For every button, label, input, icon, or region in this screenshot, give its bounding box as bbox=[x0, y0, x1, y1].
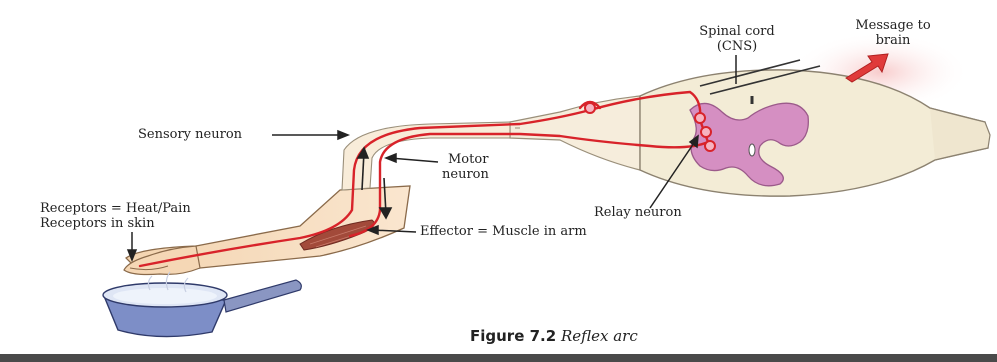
message-to-brain-label: Message to brain bbox=[838, 18, 948, 48]
message-line2: brain bbox=[838, 33, 948, 48]
figure-caption: Figure 7.2 Reflex arc bbox=[470, 327, 638, 345]
motor-line2: neuron bbox=[442, 167, 489, 182]
bowl-handle bbox=[224, 280, 301, 312]
sensory-neuron-label: Sensory neuron bbox=[138, 127, 242, 142]
hot-bowl bbox=[103, 272, 301, 337]
cns-text: (CNS) bbox=[672, 39, 802, 54]
receptors-line2: Receptors in skin bbox=[40, 216, 191, 231]
spinal-cord-text: Spinal cord bbox=[672, 24, 802, 39]
relay-neuron-label: Relay neuron bbox=[594, 205, 682, 220]
nerve-tube bbox=[510, 96, 640, 170]
receptors-label: Receptors = Heat/Pain Receptors in skin bbox=[40, 201, 191, 231]
motor-neuron-label: Motor neuron bbox=[442, 152, 489, 182]
motor-line1: Motor bbox=[442, 152, 489, 167]
message-line1: Message to bbox=[838, 18, 948, 33]
receptors-line1: Receptors = Heat/Pain bbox=[40, 201, 191, 216]
bottom-border bbox=[0, 354, 997, 362]
effector-label: Effector = Muscle in arm bbox=[420, 224, 587, 239]
figure-title: Reflex arc bbox=[561, 327, 638, 345]
spinal-cord-label: Spinal cord (CNS) bbox=[672, 24, 802, 54]
figure-number: Figure 7.2 bbox=[470, 327, 556, 345]
